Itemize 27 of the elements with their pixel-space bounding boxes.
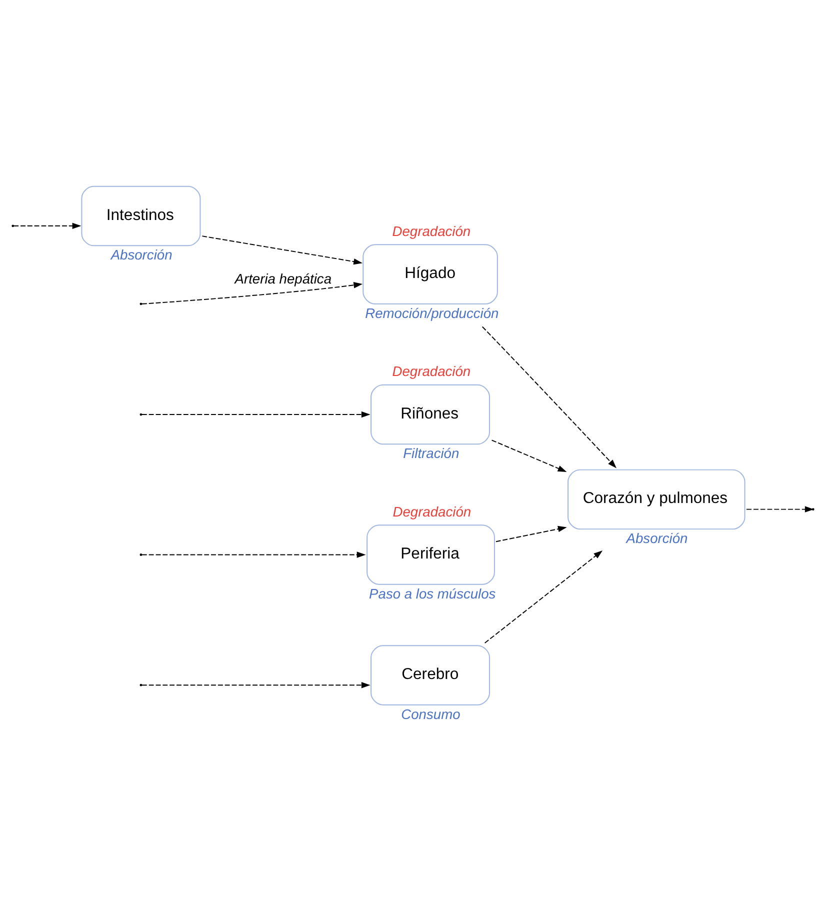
edge-label: Arteria hepática [234,270,332,286]
node-label: Consumo [401,705,460,722]
arrow [142,282,363,304]
arrow [142,410,370,418]
arrow [746,506,814,512]
arrow [142,681,370,688]
arrow [495,525,567,542]
node-label: Paso a los músculos [369,584,496,601]
node-label: Remoción/producción [365,304,499,320]
arrow [484,550,603,643]
arrow [142,551,366,558]
node-box: Riñones [370,384,490,444]
node-box: Hígado [362,244,498,304]
node-box: Cerebro [370,644,490,705]
node-label: Degradación [392,502,472,519]
node-label: Absorción [110,246,172,262]
node-label: Degradación [392,362,471,379]
arrow [13,222,82,229]
arrow [202,235,363,264]
arrow [482,326,616,468]
node-box: Corazón y pulmones [568,468,746,530]
node-box: Periferia [366,524,495,584]
arrow [491,439,567,472]
node-label: Absorción [626,530,688,546]
node-label: Filtración [403,444,460,461]
node-box: Intestinos [81,185,201,246]
node-label: Degradación [392,222,471,238]
